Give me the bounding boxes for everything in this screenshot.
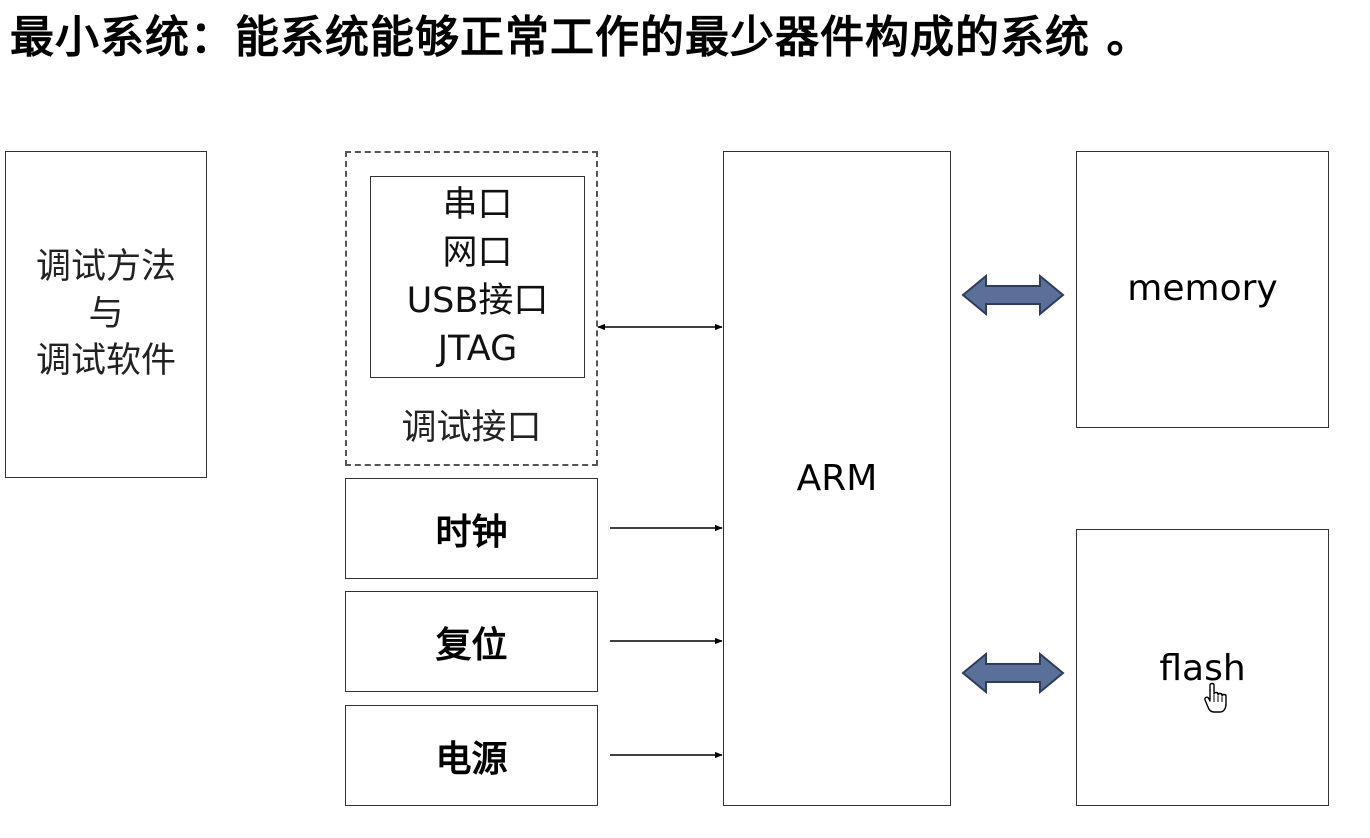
reset-box: 复位 bbox=[345, 591, 598, 692]
debug-ports-box: 串口 网口 USB接口 JTAG bbox=[370, 176, 585, 378]
memory-box: memory bbox=[1076, 151, 1329, 428]
port-network: 网口 bbox=[442, 233, 513, 273]
debug-line-2: 与 bbox=[88, 294, 124, 334]
hand-cursor-icon bbox=[1204, 682, 1227, 713]
page-title: 最小系统：能系统能够正常工作的最少器件构成的系统 。 bbox=[10, 12, 1152, 63]
reset-label: 复位 bbox=[435, 624, 508, 666]
debug-line-3: 调试软件 bbox=[35, 341, 176, 381]
flash-bus-arrow bbox=[961, 651, 1065, 695]
debug-software-box: 调试方法 与 调试软件 bbox=[5, 151, 207, 478]
flash-label: flash bbox=[1159, 648, 1246, 689]
debug-line-1: 调试方法 bbox=[35, 247, 176, 287]
debug-interface-label: 调试接口 bbox=[401, 408, 542, 448]
port-jtag: JTAG bbox=[437, 329, 518, 369]
clock-label: 时钟 bbox=[435, 511, 508, 553]
port-usb: USB接口 bbox=[406, 281, 549, 321]
memory-label: memory bbox=[1127, 268, 1278, 309]
power-box: 电源 bbox=[345, 705, 598, 806]
arm-box: ARM bbox=[723, 151, 951, 806]
power-label: 电源 bbox=[435, 738, 508, 780]
clock-box: 时钟 bbox=[345, 478, 598, 579]
memory-bus-arrow bbox=[961, 273, 1065, 317]
flash-box: flash bbox=[1076, 529, 1329, 806]
arm-label: ARM bbox=[796, 458, 878, 499]
port-serial: 串口 bbox=[442, 185, 513, 225]
